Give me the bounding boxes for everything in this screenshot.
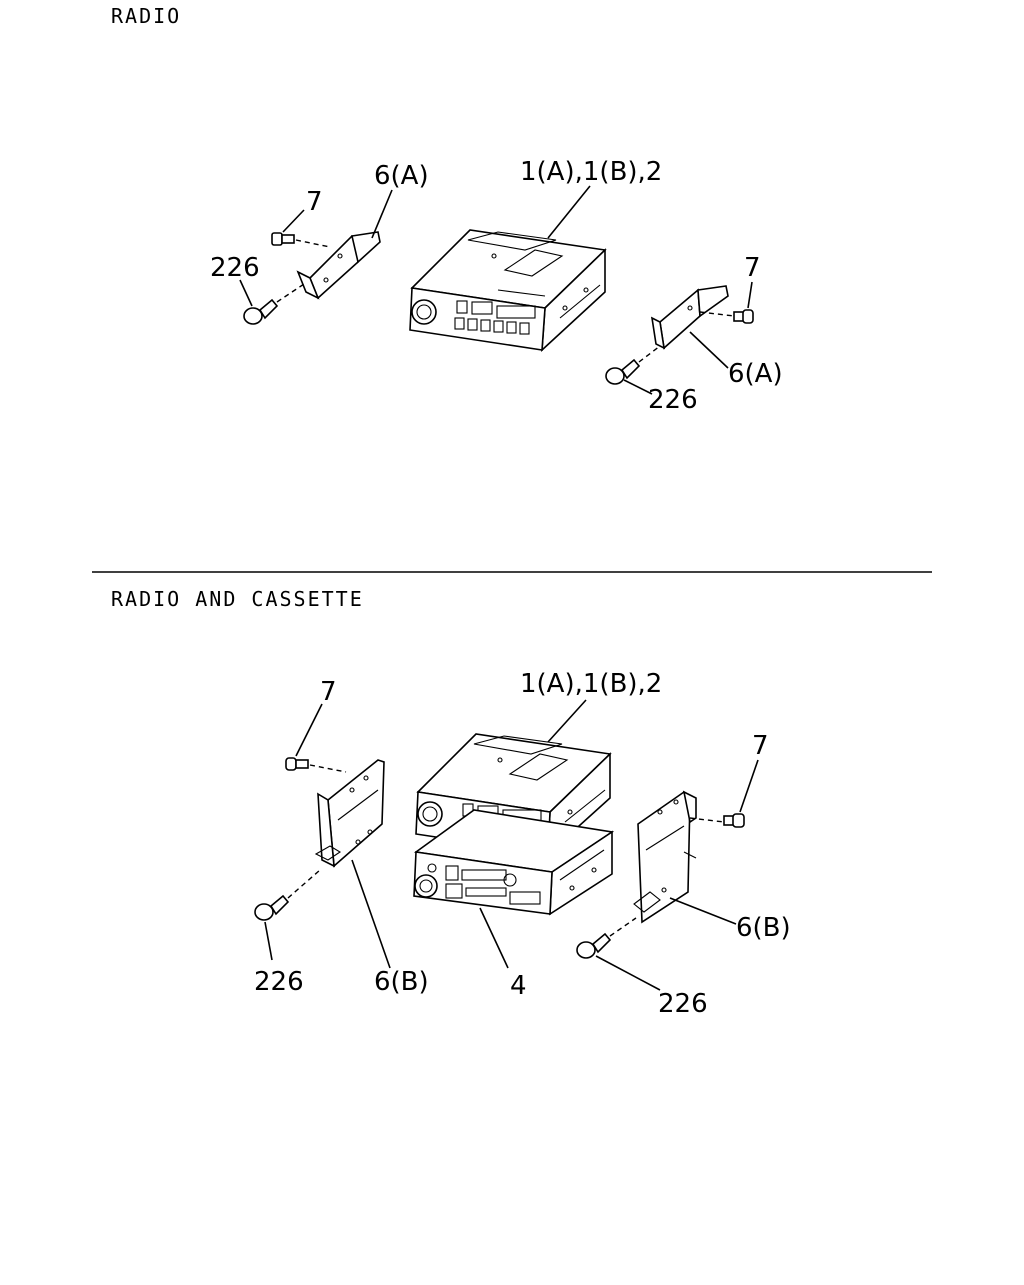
label-radio-screw-left: 7 [306, 187, 323, 217]
label-rc-bracket-left: 6(B) [374, 967, 429, 997]
radio-cassette-section: 1(A),1(B),2 4 [254, 669, 791, 1019]
section-title-radio-and-cassette: RADIO AND CASSETTE [111, 587, 364, 611]
label-rc-bolt-left: 226 [254, 967, 304, 997]
label-rc-screw-right: 7 [752, 731, 769, 761]
radio-bracket-left [296, 189, 393, 300]
label-radio-bolt-left: 226 [210, 253, 260, 283]
label-radio-bracket-right: 6(A) [728, 359, 783, 389]
label-rc-unit: 1(A),1(B),2 [520, 669, 662, 699]
rc-bracket-right [633, 790, 737, 925]
label-rc-screw-left: 7 [320, 677, 337, 707]
radio-unit [409, 185, 607, 352]
radio-bolt-left [239, 279, 305, 325]
rc-cassette-unit [413, 809, 615, 969]
radio-screw-right [699, 281, 754, 324]
radio-screw-left [271, 209, 331, 248]
section-title-radio: RADIO [111, 4, 182, 28]
label-radio-bolt-right: 226 [648, 385, 698, 415]
label-radio-bracket-left: 6(A) [374, 161, 429, 191]
label-rc-cassette: 4 [510, 971, 527, 1001]
rc-bracket-left [314, 759, 391, 969]
rc-bolt-left [254, 869, 321, 961]
radio-section: 1(A),1(B),2 6(A) 7 [210, 157, 783, 415]
label-radio-unit: 1(A),1(B),2 [520, 157, 662, 187]
rc-screw-left [285, 703, 347, 773]
label-radio-screw-right: 7 [744, 253, 761, 283]
label-rc-bracket-right: 6(B) [736, 913, 791, 943]
radio-bolt-right [605, 345, 661, 395]
rc-screw-right [689, 759, 759, 828]
radio-bracket-right [650, 285, 729, 369]
label-rc-bolt-right: 226 [658, 989, 708, 1019]
rc-bolt-right [576, 917, 661, 991]
